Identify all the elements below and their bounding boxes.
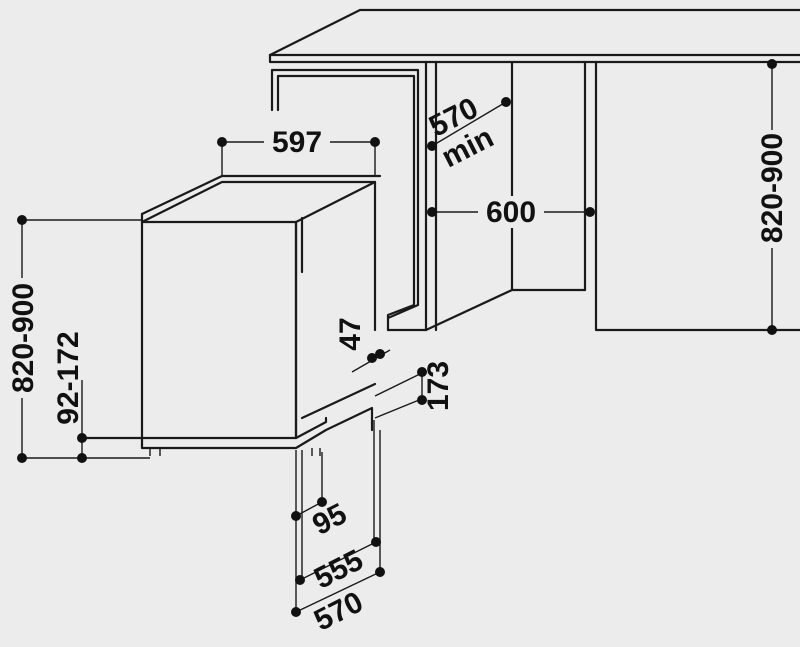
label-travel-173: 173 xyxy=(422,361,455,411)
label-appliance-height: 820-900 xyxy=(7,283,40,393)
dim-600: 600 xyxy=(427,196,595,229)
dim-173: 173 xyxy=(374,361,455,419)
label-depth-555: 555 xyxy=(309,543,369,595)
dim-47: 47 xyxy=(334,317,391,373)
dim-597: 597 xyxy=(217,126,380,176)
dim-depths: 95 555 570 xyxy=(291,420,385,638)
niche-cabinet xyxy=(270,60,800,332)
label-setback-95: 95 xyxy=(307,497,352,542)
label-depth-570: 570 xyxy=(309,585,369,637)
label-niche-height: 820-900 xyxy=(756,133,789,243)
label-gap-47: 47 xyxy=(334,317,367,350)
dim-niche-height: 820-900 xyxy=(754,59,790,335)
label-width-597: 597 xyxy=(272,126,322,159)
countertop xyxy=(268,8,800,64)
dishwasher-body xyxy=(80,174,382,456)
label-plinth-height: 92-172 xyxy=(52,331,85,424)
label-niche-width-600: 600 xyxy=(486,196,536,229)
dim-plinth: 92-172 xyxy=(52,331,87,463)
